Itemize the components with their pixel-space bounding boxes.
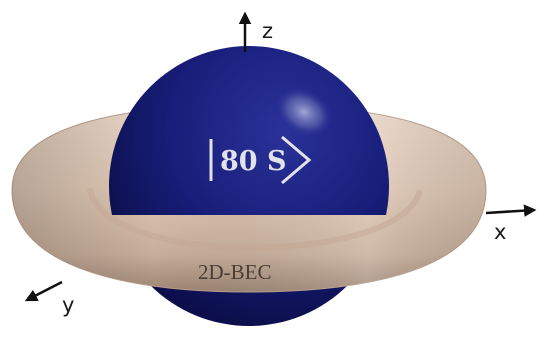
bec-label: 2D-BEC: [198, 260, 272, 284]
z-axis: z: [238, 11, 273, 52]
sphere-highlight: [275, 87, 333, 137]
x-axis-label: x: [494, 220, 506, 244]
state-label: 80 S: [220, 146, 286, 177]
x-axis: x: [485, 204, 537, 244]
state-ket: 80 S: [209, 135, 312, 185]
y-axis: y: [24, 280, 74, 317]
y-axis-label: y: [62, 293, 74, 317]
ket-angle: [281, 135, 312, 185]
z-axis-label: z: [262, 19, 273, 43]
rydberg-sphere: [109, 46, 389, 215]
